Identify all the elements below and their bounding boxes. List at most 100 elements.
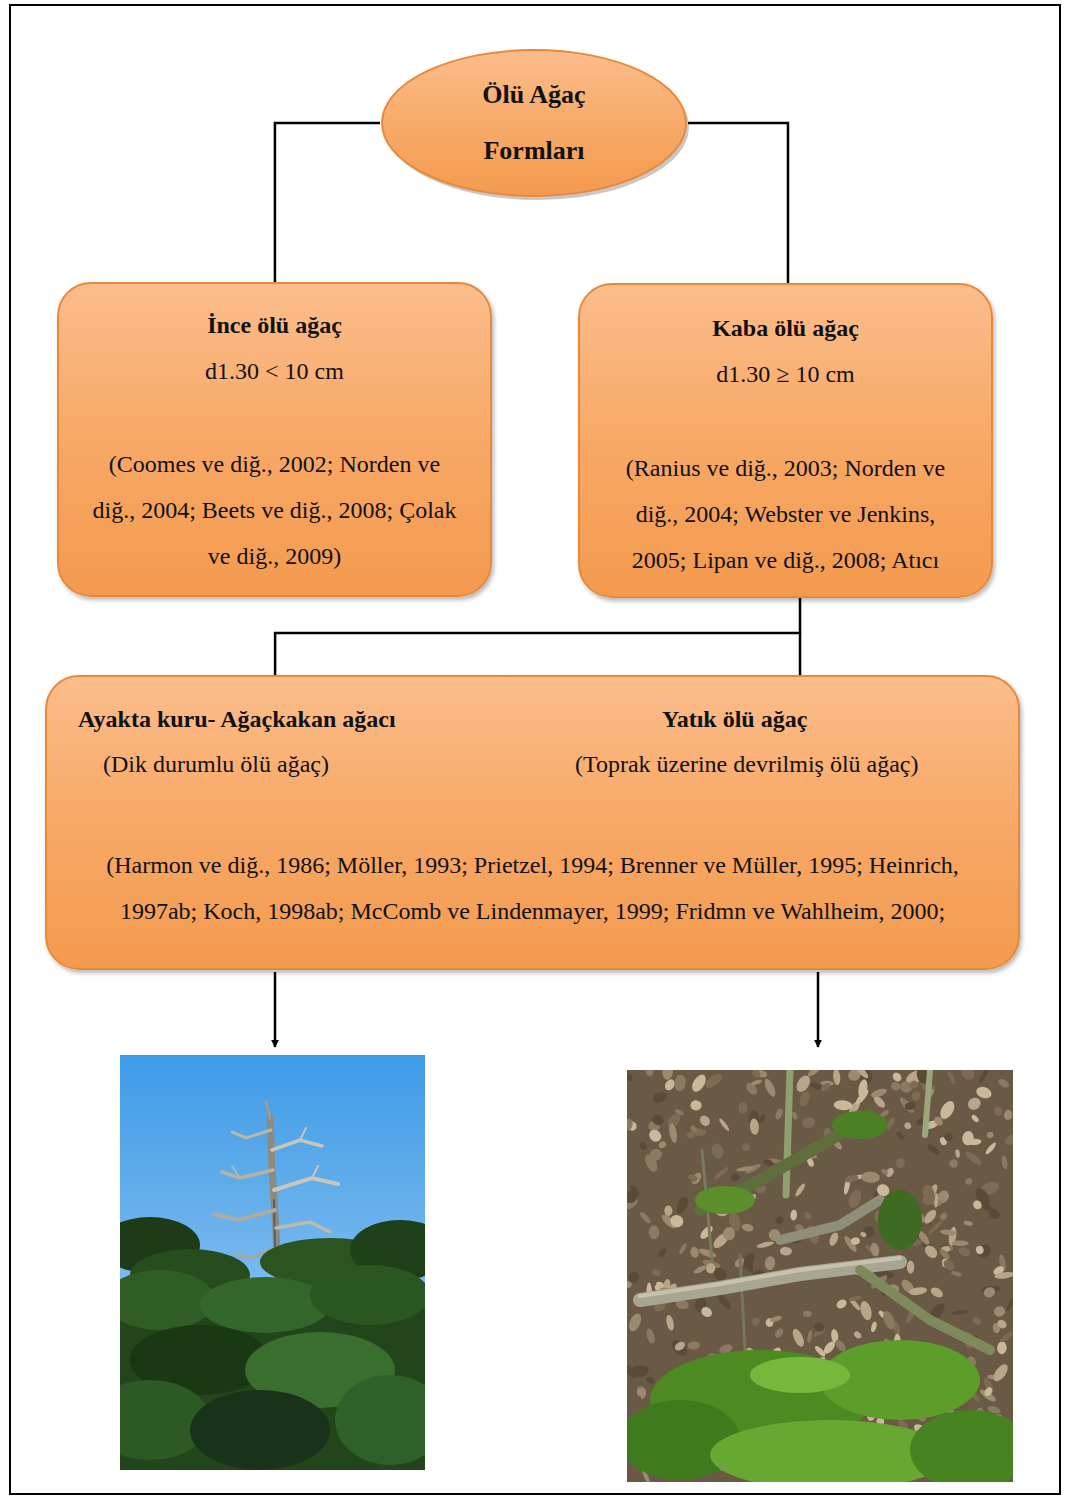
leaf-litter xyxy=(699,1305,714,1319)
moss xyxy=(878,1190,922,1250)
leaf-litter xyxy=(943,1132,954,1143)
leaf-litter xyxy=(647,1127,664,1144)
leaf-litter xyxy=(996,1318,1009,1330)
dead-tree xyxy=(222,1170,273,1178)
reference-list: (Coomes ve diğ., 2002; Norden ve diğ., 2… xyxy=(89,441,460,579)
leaf-litter xyxy=(951,1240,969,1246)
leaf-litter xyxy=(923,1243,940,1260)
leaf-litter xyxy=(948,1157,960,1169)
leaf-litter xyxy=(736,1165,755,1172)
leaf-litter xyxy=(853,1070,870,1080)
root-title: Ölü Ağaç Formları xyxy=(449,67,619,179)
leaf-litter xyxy=(627,1117,634,1132)
leaf-litter xyxy=(870,1321,878,1332)
leaf-litter xyxy=(922,1208,939,1226)
leaf-litter xyxy=(722,1227,735,1241)
ellipse-outline xyxy=(380,48,688,198)
pine-canopy xyxy=(190,1390,330,1470)
pine-canopy xyxy=(335,1375,425,1465)
leaf-litter xyxy=(898,1095,916,1115)
leaf-litter xyxy=(835,1298,848,1310)
leaf-litter xyxy=(975,1245,985,1255)
leaf-litter xyxy=(858,1300,873,1322)
leaf-litter xyxy=(664,1205,673,1216)
root-ellipse: Ölü Ağaç Formları xyxy=(380,48,688,198)
leaf-litter xyxy=(880,1168,889,1177)
leaf-litter xyxy=(798,1090,812,1108)
leaf-litter xyxy=(1005,1295,1013,1312)
leaf-litter xyxy=(713,1166,730,1181)
dead-tree xyxy=(276,1222,330,1232)
pointer-arrow xyxy=(817,972,820,1047)
leaf-litter xyxy=(627,1312,644,1333)
leaf-litter xyxy=(689,1124,698,1133)
leaf-litter xyxy=(853,1330,863,1340)
category-box: Kaba ölü ağaçd1.30 ≥ 10 cm(Ranius ve diğ… xyxy=(578,283,993,598)
sapling xyxy=(740,1255,745,1350)
leaf-litter xyxy=(984,1141,997,1155)
leaf-litter xyxy=(638,1210,652,1224)
leaf-litter xyxy=(689,1072,708,1094)
leaf-litter xyxy=(773,1327,784,1339)
leaf-litter xyxy=(910,1090,921,1102)
dead-tree xyxy=(272,1140,322,1150)
leaf-litter xyxy=(638,1141,648,1151)
leaf-litter xyxy=(758,1113,766,1123)
reference-list: (Ranius ve diğ., 2003; Norden ve diğ., 2… xyxy=(606,445,965,583)
leaf-litter xyxy=(806,1070,822,1078)
leaf-litter xyxy=(857,1079,869,1099)
leaf-litter xyxy=(668,1123,679,1144)
leaf-litter xyxy=(813,1321,826,1333)
leaf-litter xyxy=(693,1264,709,1275)
diameter-rule: d1.30 < 10 cm xyxy=(89,348,460,394)
dead-tree xyxy=(214,1210,275,1220)
leaf-litter xyxy=(869,1242,880,1257)
leaf-litter xyxy=(970,1114,980,1124)
leaf-litter xyxy=(764,1256,776,1271)
leaf-litter xyxy=(986,1131,995,1139)
leaf-litter xyxy=(850,1236,861,1246)
connector-branch xyxy=(799,633,802,675)
leaf-litter xyxy=(669,1213,686,1229)
ellipse-shape xyxy=(382,50,686,196)
leaf-litter xyxy=(891,1071,903,1083)
leaf-litter xyxy=(750,1070,762,1079)
leaf-litter xyxy=(983,1386,994,1398)
leaf-litter xyxy=(627,1072,634,1083)
leaf-litter xyxy=(822,1339,837,1355)
leaf-litter xyxy=(951,1270,962,1277)
leaf-litter xyxy=(673,1340,686,1352)
leaf-litter xyxy=(780,1247,792,1256)
leaf-litter xyxy=(870,1087,888,1099)
leaf-litter xyxy=(678,1242,688,1255)
page-frame xyxy=(10,5,1060,1494)
diameter-rule: d1.30 ≥ 10 cm xyxy=(606,351,965,397)
leaf-litter xyxy=(991,1362,1011,1384)
leaf-litter xyxy=(801,1116,817,1130)
sapling xyxy=(786,1070,790,1195)
leaf-litter xyxy=(741,1223,754,1233)
leaf-litter xyxy=(806,1330,813,1344)
leaf-litter xyxy=(627,1363,639,1381)
leaf-litter xyxy=(964,1149,983,1167)
leaf-litter xyxy=(907,1260,914,1273)
leaf-litter xyxy=(645,1070,654,1076)
leaf-litter xyxy=(738,1102,748,1113)
leaf-litter xyxy=(1001,1155,1009,1170)
leaf-litter xyxy=(698,1114,712,1128)
leaf-litter xyxy=(790,1209,797,1221)
leaf-litter xyxy=(833,1099,853,1111)
leaf-litter xyxy=(650,1113,665,1127)
leaf-litter xyxy=(881,1309,898,1331)
leaf-litter xyxy=(977,1070,991,1085)
pointer-arrow xyxy=(275,972,818,1047)
leaf-litter xyxy=(665,1314,675,1331)
leaf-litter xyxy=(741,1142,752,1153)
leaf-litter xyxy=(651,1090,668,1105)
connector xyxy=(688,123,788,283)
leaf-litter xyxy=(999,1330,1013,1343)
leaf-litter xyxy=(674,1195,690,1215)
connector xyxy=(275,123,380,282)
form-heading: Yatık ölü ağaç xyxy=(662,696,982,742)
